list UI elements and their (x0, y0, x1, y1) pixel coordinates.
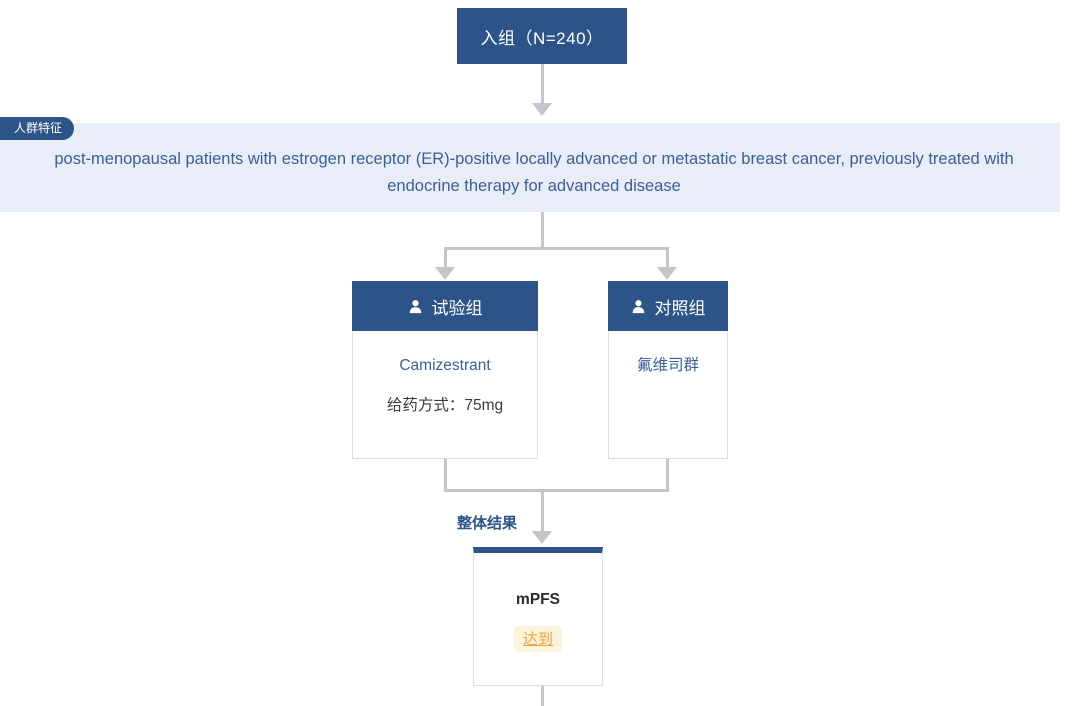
arm-header-experimental: 试验组 (352, 281, 538, 331)
connector-experimental-down (444, 459, 447, 492)
outcome-section-label: 整体结果 (456, 515, 517, 532)
population-tag: 人群特征 (0, 117, 75, 140)
arm-header-control: 对照组 (608, 281, 728, 331)
arrowhead-to-outcome (532, 531, 552, 544)
arrowhead-to-experimental-arm (435, 267, 455, 280)
enrollment-label: 入组（N=240） (480, 28, 604, 48)
outcome-box-mpfs: mPFS 达到 (473, 547, 603, 686)
arm-box-experimental: 试验组 Camizestrant 给药方式：75mg (352, 281, 538, 459)
connector-population-down (541, 212, 544, 247)
arm-header-label-control: 对照组 (654, 298, 706, 318)
arm-body-control: 氟维司群 (608, 331, 728, 459)
connector-merge-horizontal (444, 489, 669, 492)
connector-split-horizontal (444, 247, 669, 250)
arm-box-control: 对照组 氟维司群 (608, 281, 728, 459)
connector-outcome-continuation (541, 686, 544, 706)
connector-merge-down (541, 489, 544, 532)
population-description: post-menopausal patients with estrogen r… (54, 150, 1014, 195)
arm-dose-experimental: 给药方式：75mg (386, 397, 504, 414)
outcome-title: mPFS (516, 591, 560, 608)
person-icon (631, 299, 646, 314)
arm-drug-control: 氟维司群 (636, 357, 699, 374)
enrollment-box: 入组（N=240） (457, 8, 627, 64)
arm-body-experimental: Camizestrant 给药方式：75mg (352, 331, 538, 459)
connector-enrollment-to-population (541, 64, 544, 104)
person-icon (408, 299, 423, 314)
connector-split-left-down (444, 247, 447, 268)
arm-drug-experimental: Camizestrant (399, 357, 491, 374)
arrowhead-to-population (532, 103, 552, 116)
arrowhead-to-control-arm (657, 267, 677, 280)
arm-header-label-experimental: 试验组 (431, 298, 483, 318)
population-band (0, 123, 1060, 212)
connector-control-down (666, 459, 669, 492)
connector-split-right-down (666, 247, 669, 268)
outcome-status-badge: 达到 (513, 626, 562, 652)
